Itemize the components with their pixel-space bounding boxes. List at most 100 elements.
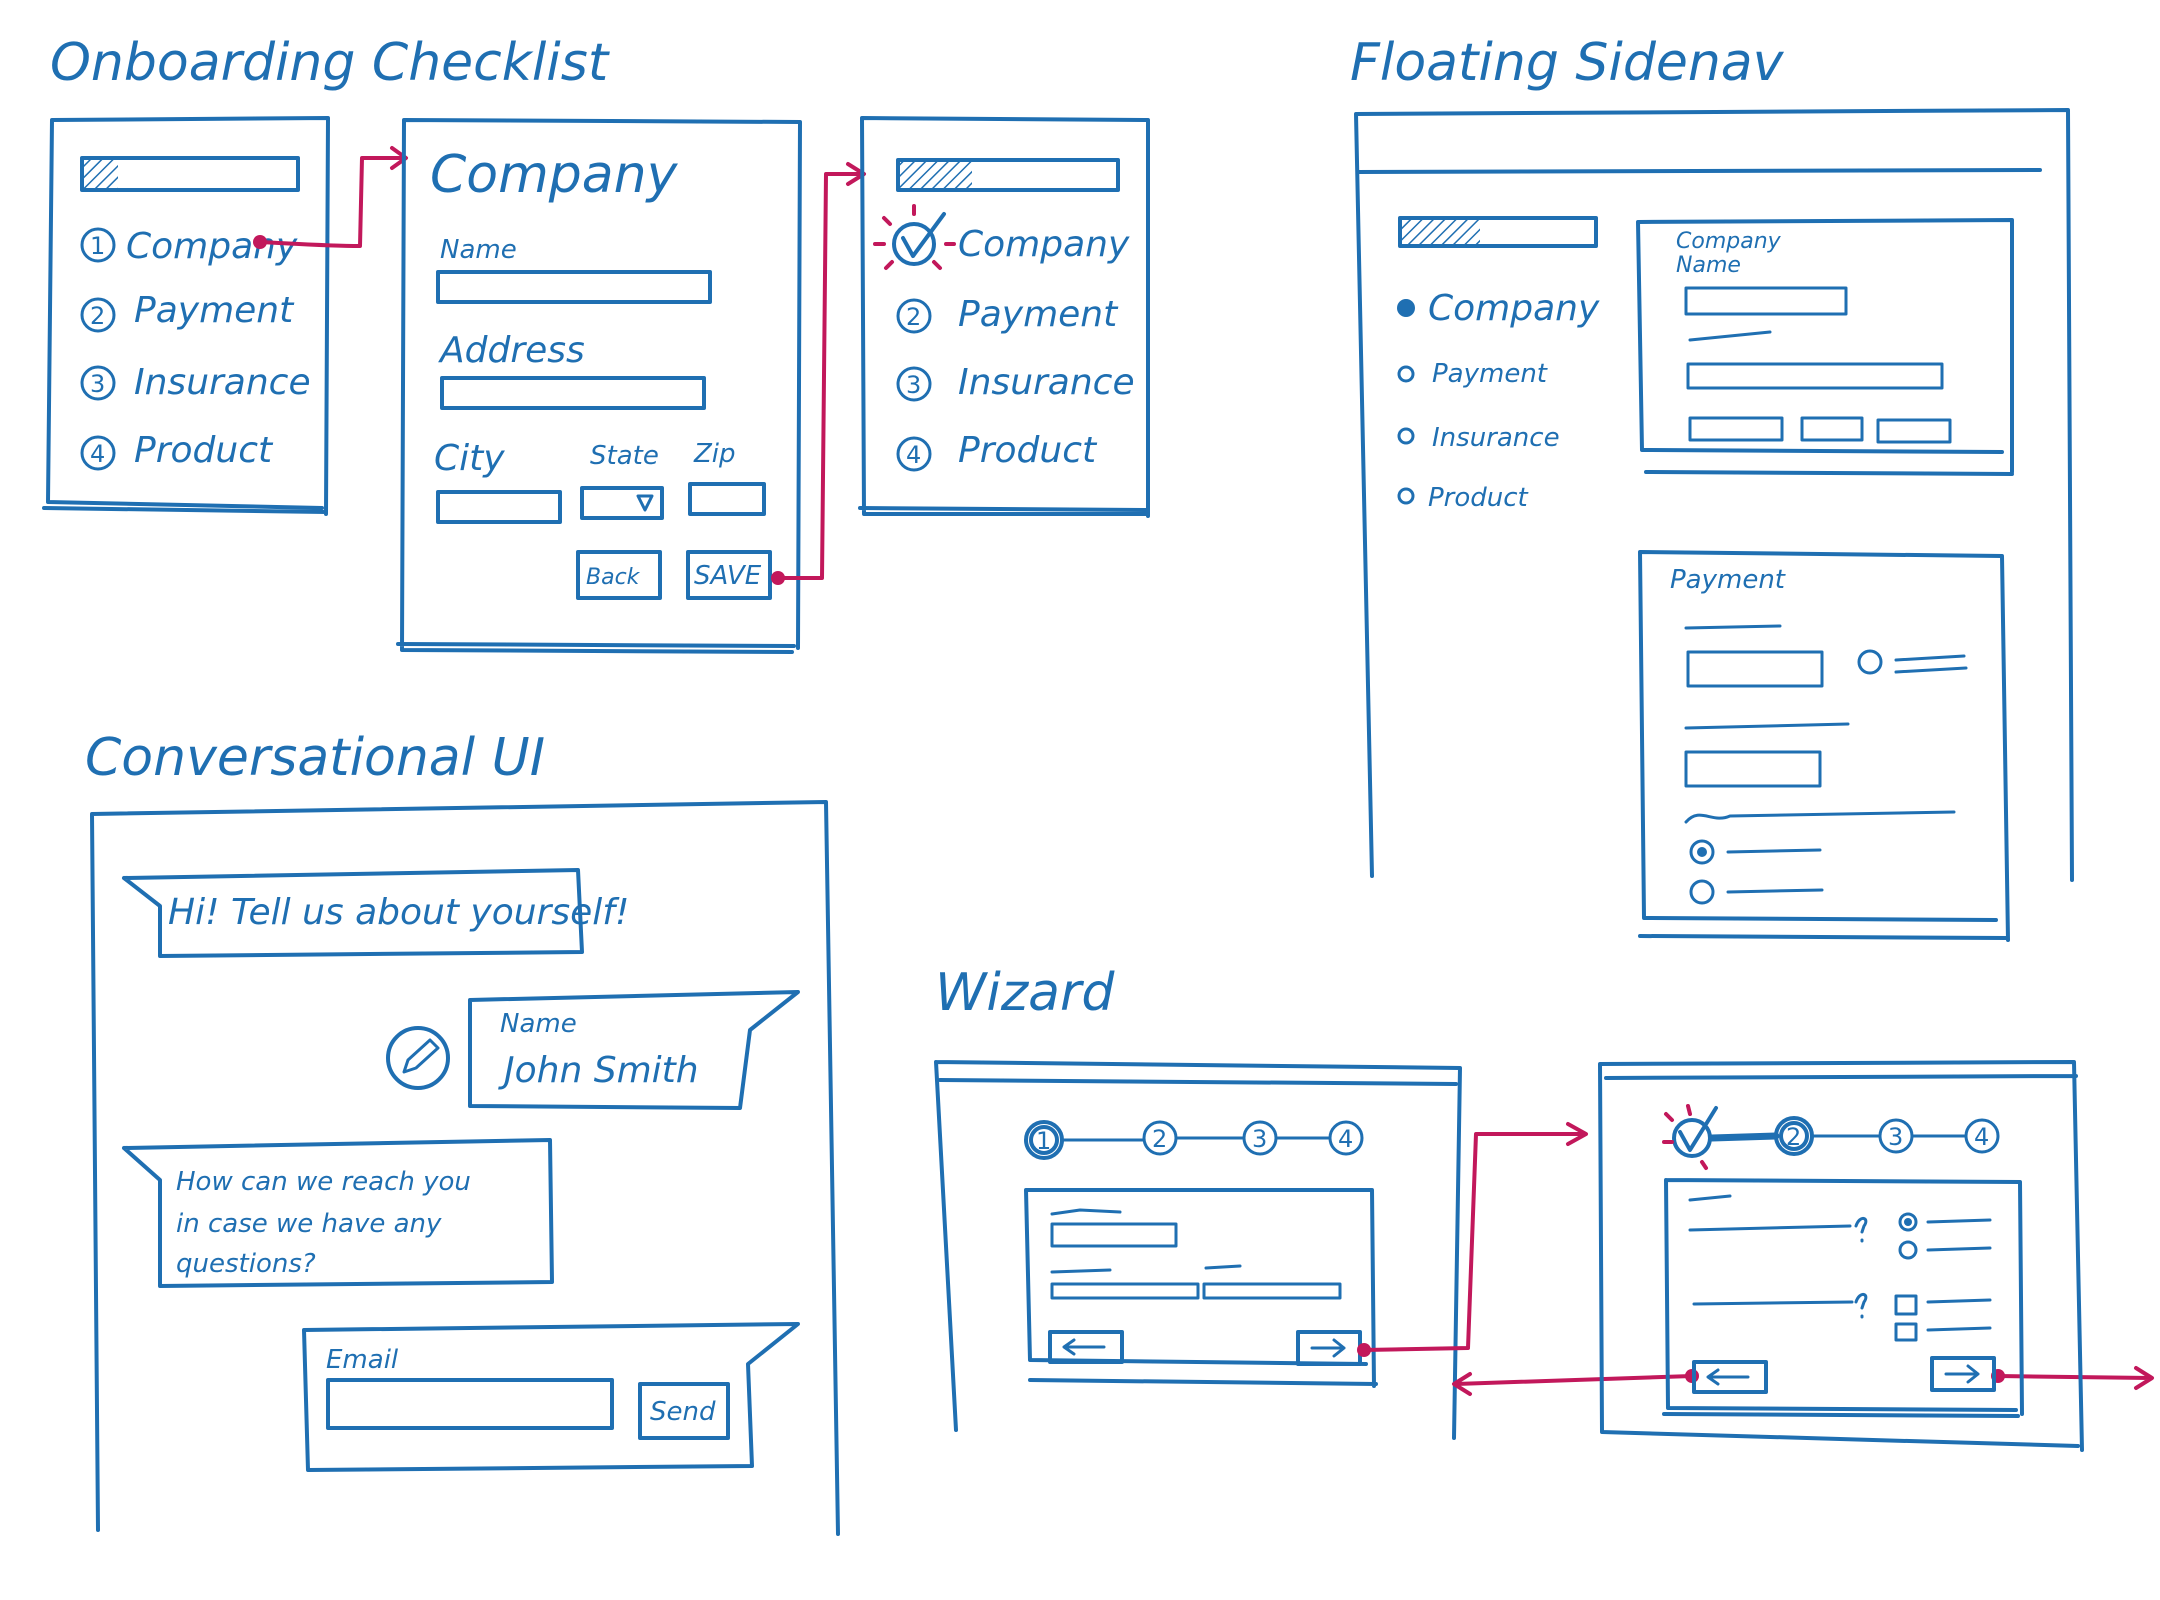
zip-label: Zip	[693, 439, 736, 469]
user-message-name: Name John Smith	[386, 990, 800, 1110]
sidenav-item-product[interactable]: Product	[1397, 483, 1529, 513]
wizard-next-button[interactable]	[1930, 1356, 1996, 1392]
back-button[interactable]: Back	[576, 550, 662, 600]
sidenav-label: Insurance	[1432, 423, 1560, 453]
wizard-step-4[interactable]	[1964, 1118, 2000, 1154]
radio-option[interactable]	[1689, 879, 1715, 905]
arrow-right-icon	[1944, 1364, 1980, 1384]
checkmark-icon	[1678, 1106, 1718, 1152]
step-label: Insurance	[958, 362, 1135, 403]
flow-arrow-to-form	[253, 146, 408, 249]
name-label: Name	[440, 235, 517, 265]
wizard-checkbox[interactable]	[1894, 1294, 1918, 1316]
conversation-frame: Hi! Tell us about yourself! Name John Sm…	[90, 800, 840, 1536]
heading-floating-sidenav: Floating Sidenav	[1350, 33, 1785, 93]
card-address-input[interactable]	[1686, 362, 1944, 390]
city-input[interactable]	[436, 490, 562, 524]
step-label: Product	[958, 430, 1098, 471]
wizard-step-4[interactable]	[1328, 1120, 1364, 1156]
arrow-left-icon	[1062, 1338, 1106, 1356]
wizard-flow-arrows	[1357, 1122, 2154, 1396]
checklist-step-product[interactable]: 4 Product	[896, 430, 1098, 472]
wizard-next-button[interactable]	[1296, 1330, 1362, 1366]
checklist-step-insurance[interactable]: 3 Insurance	[80, 362, 311, 403]
wizard-radio-selected[interactable]	[1898, 1212, 1918, 1232]
state-label: State	[590, 441, 659, 471]
wizard-field-3[interactable]	[1202, 1282, 1342, 1300]
card-name-input[interactable]	[1684, 286, 1848, 316]
edit-pencil-icon[interactable]	[386, 1026, 450, 1090]
svg-text:3: 3	[90, 370, 105, 398]
svg-text:4: 4	[906, 441, 921, 469]
form-title: Company	[430, 145, 679, 205]
checklist-step-company-done[interactable]: Company	[873, 204, 1130, 270]
step-label: Payment	[134, 290, 295, 331]
checkmark-icon	[901, 212, 946, 258]
wizard-screen-step1: 1 2 3 4	[934, 1060, 1462, 1440]
svg-text:SAVE: SAVE	[694, 561, 762, 591]
checkmark-circle	[892, 222, 936, 266]
wizard-stepper: 2 3 4	[1662, 1104, 2000, 1170]
card-zip-input[interactable]	[1876, 418, 1952, 444]
heading-wizard: Wizard	[935, 963, 1115, 1023]
checklist-step-product[interactable]: 4 Product	[80, 430, 274, 471]
card-name-label: Name	[1676, 253, 1741, 278]
address-label: Address	[438, 330, 585, 371]
chat-field-label: Name	[500, 1009, 577, 1039]
checklist-step-company[interactable]: 1 Company	[80, 226, 298, 267]
send-button[interactable]: Send	[638, 1382, 730, 1440]
checklist-panel-completed: Company 2 Payment 3 Insurance 4 Product	[858, 116, 1150, 518]
step-label: Product	[134, 430, 274, 471]
info-icon[interactable]	[1857, 649, 1883, 675]
card-state-select[interactable]	[1800, 416, 1864, 442]
svg-text:Send: Send	[650, 1397, 716, 1427]
svg-text:Back: Back	[586, 565, 641, 590]
svg-text:1: 1	[1036, 1127, 1051, 1155]
step-number-circle	[80, 297, 116, 333]
checklist-step-insurance[interactable]: 3 Insurance	[896, 362, 1135, 403]
state-select[interactable]	[580, 486, 664, 520]
sidenav-item-company[interactable]: Company	[1397, 288, 1600, 329]
sidenav-label: Company	[1428, 288, 1600, 329]
arrow-left-icon	[1706, 1368, 1750, 1386]
heading-conversational-ui: Conversational UI	[85, 728, 545, 788]
wizard-checkbox[interactable]	[1894, 1322, 1918, 1342]
sidenav-item-insurance[interactable]: Insurance	[1397, 423, 1560, 453]
svg-text:How can we reach you: How can we reach you	[176, 1167, 471, 1197]
wizard-field-2[interactable]	[1050, 1282, 1200, 1300]
sidenav-item-payment[interactable]: Payment	[1397, 359, 1548, 389]
sidenav-label: Payment	[1432, 359, 1548, 389]
save-button[interactable]: SAVE	[686, 550, 772, 600]
card-city-input[interactable]	[1688, 416, 1784, 442]
svg-text:1: 1	[90, 232, 105, 260]
zip-input[interactable]	[688, 482, 766, 516]
checklist-step-payment[interactable]: 2 Payment	[80, 290, 295, 333]
svg-text:Hi! Tell us about yourself!: Hi! Tell us about yourself!	[168, 892, 629, 933]
radio-option-selected[interactable]	[1689, 839, 1715, 865]
card-routing-input[interactable]	[1686, 650, 1824, 688]
wizard-prev-button[interactable]	[1692, 1360, 1768, 1394]
wizard-prev-button[interactable]	[1048, 1330, 1124, 1364]
svg-text:3: 3	[906, 371, 921, 399]
checklist-step-payment[interactable]: 2 Payment	[896, 294, 1119, 335]
card-account-input[interactable]	[1684, 750, 1822, 788]
floating-sidenav-frame: Company Payment Insurance Product Compan…	[1354, 108, 2074, 942]
sidenav-company-card: Company Name	[1636, 218, 2014, 476]
svg-text:4: 4	[1338, 1125, 1353, 1153]
name-input[interactable]	[436, 270, 712, 304]
step-number-circle	[80, 435, 116, 471]
flow-arrow-to-completed	[771, 162, 866, 585]
step-label: Insurance	[134, 362, 311, 403]
wizard-field-1[interactable]	[1050, 1222, 1178, 1248]
step-number-circle	[80, 227, 116, 263]
address-input[interactable]	[440, 376, 706, 410]
step-label: Company	[126, 226, 298, 267]
chat-field-value: John Smith	[498, 1050, 699, 1091]
svg-text:2: 2	[90, 302, 105, 330]
checklist-panel-initial: 1 Company 2 Payment 3 Insurance 4 Produc…	[42, 116, 330, 516]
chat-field-label: Email	[326, 1345, 399, 1375]
email-input[interactable]	[326, 1378, 614, 1430]
svg-text:2: 2	[1786, 1123, 1801, 1151]
wizard-radio[interactable]	[1898, 1240, 1918, 1260]
